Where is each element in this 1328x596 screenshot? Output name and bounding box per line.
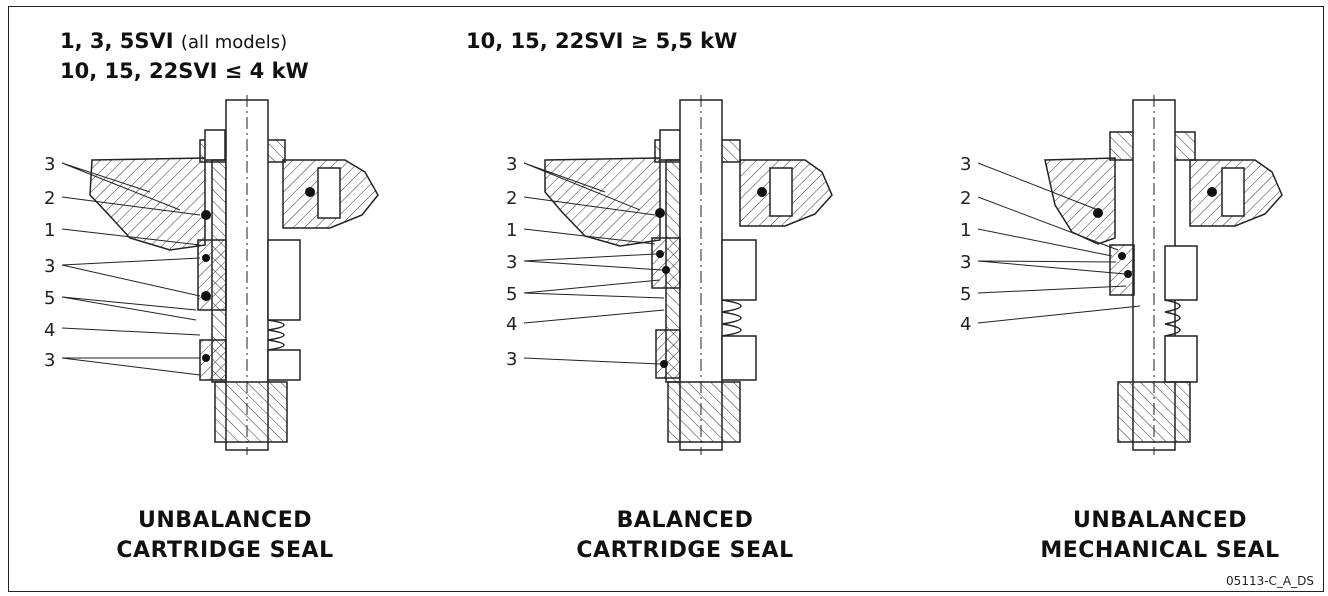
callout-3-1: 1 (960, 220, 971, 241)
housing-left (544, 157, 661, 247)
callout-3-4: 4 (960, 314, 971, 335)
callout-1-5: 5 (44, 288, 55, 309)
callout-2-3c: 3 (506, 349, 517, 370)
caption-3-line1: UNBALANCED (1073, 508, 1247, 533)
spring (267, 319, 285, 351)
callout-numbers: 3 2 1 3 5 4 3 (44, 154, 55, 371)
collar (721, 239, 757, 301)
caption-2-line2: CARTRIDGE SEAL (576, 538, 794, 563)
callout-2-5: 5 (506, 284, 517, 305)
seal-lower (655, 329, 681, 379)
header-left-line2: 10, 15, 22SVI ≤ 4 kW (60, 59, 309, 83)
callout-1-1: 1 (44, 220, 55, 241)
spring (1164, 299, 1181, 337)
callout-1-3b: 3 (44, 256, 55, 277)
callout-1-3a: 3 (44, 154, 55, 175)
caption-diagram-2: BALANCED CARTRIDGE SEAL (540, 506, 830, 566)
header-left-light: (all models) (180, 32, 288, 53)
caption-2-line1: BALANCED (616, 508, 754, 533)
caption-1-line2: CARTRIDGE SEAL (116, 538, 334, 563)
callout-2-3a: 3 (506, 154, 517, 175)
diagram-unbalanced-cartridge: 3 2 1 3 5 4 3 (44, 95, 379, 455)
housing-left (1044, 157, 1116, 245)
callout-2-4: 4 (506, 314, 517, 335)
bolt-right (1221, 167, 1245, 217)
callout-3-3a: 3 (960, 154, 971, 175)
callout-1-3c: 3 (44, 350, 55, 371)
callout-numbers: 3 2 1 3 5 4 (960, 154, 971, 335)
collar-lower (267, 349, 301, 381)
callout-2-2: 2 (506, 188, 517, 209)
callout-2-1: 1 (506, 220, 517, 241)
lower-hub (214, 381, 288, 443)
callout-numbers: 3 2 1 3 5 4 3 (506, 154, 517, 370)
bolt-right (769, 167, 793, 217)
bolt-right (317, 167, 341, 219)
caption-3-line2: MECHANICAL SEAL (1040, 538, 1280, 563)
diagram-unbalanced-mechanical: 3 2 1 3 5 4 (960, 95, 1283, 455)
caption-diagram-3: UNBALANCED MECHANICAL SEAL (1010, 506, 1310, 566)
collar (1164, 245, 1198, 301)
collar-lower (721, 335, 757, 381)
lower-hub (667, 381, 741, 443)
diagram-balanced-cartridge: 3 2 1 3 5 4 3 (506, 95, 833, 455)
seal-body (197, 239, 227, 311)
collar (267, 239, 301, 321)
callout-leaders (61, 162, 201, 376)
seal-body (651, 237, 681, 289)
figure-frame (8, 6, 1324, 592)
caption-diagram-1: UNBALANCED CARTRIDGE SEAL (80, 506, 370, 566)
bolt-left (659, 129, 681, 161)
callout-2-3b: 3 (506, 252, 517, 273)
header-left-line1: 1, 3, 5SVI (all models) (60, 28, 287, 56)
header-center: 10, 15, 22SVI ≥ 5,5 kW (466, 29, 738, 53)
callout-3-5: 5 (960, 284, 971, 305)
bolt-left (204, 129, 226, 161)
callout-1-2: 2 (44, 188, 55, 209)
caption-1-line1: UNBALANCED (138, 508, 312, 533)
housing-left (89, 157, 206, 251)
figure-code: 05113-C_A_DS (1226, 574, 1314, 588)
callout-1-4: 4 (44, 320, 55, 341)
callout-3-3b: 3 (960, 252, 971, 273)
callout-3-2: 2 (960, 188, 971, 209)
collar-lower (1164, 335, 1198, 383)
header-left-bold: 1, 3, 5SVI (60, 29, 174, 53)
spring (721, 299, 742, 337)
